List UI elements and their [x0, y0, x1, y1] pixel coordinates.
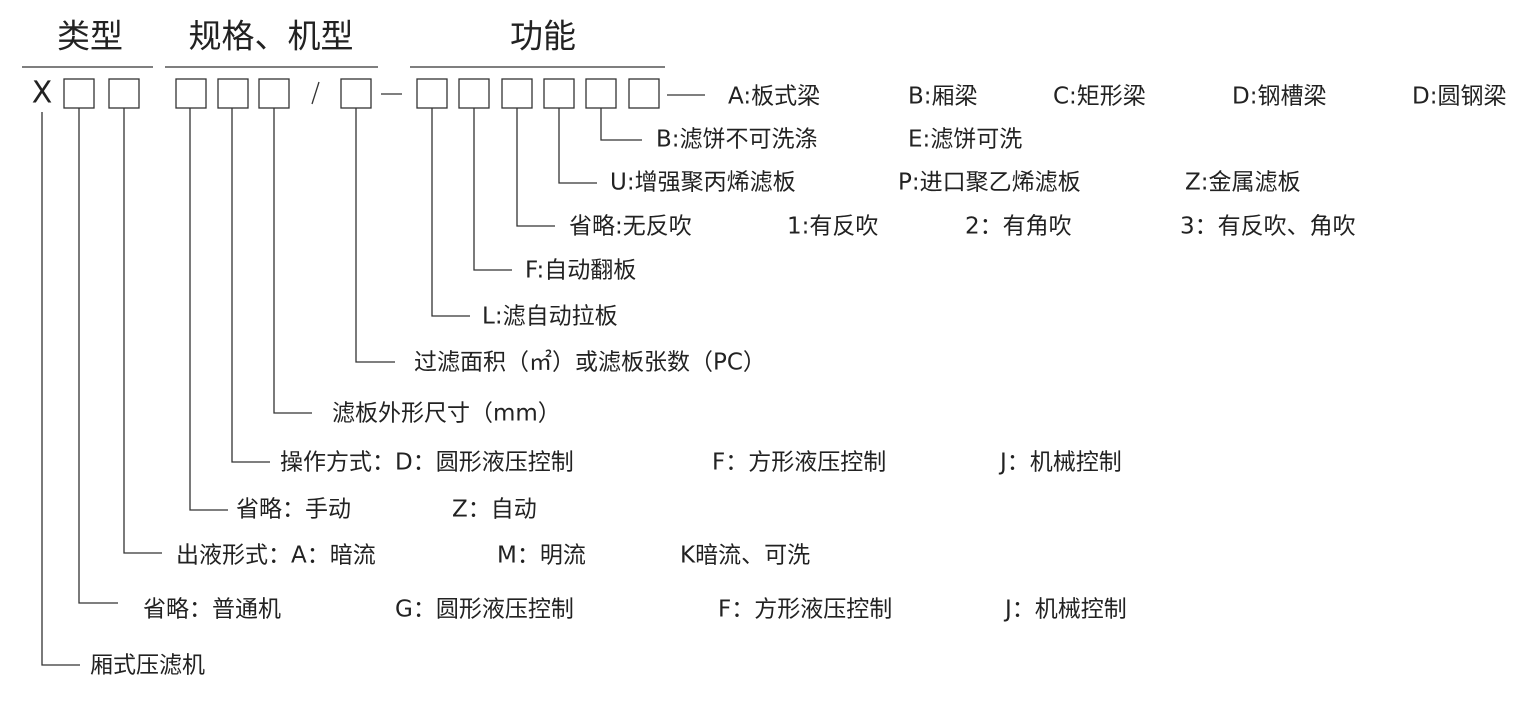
leader-plate-material [558, 108, 597, 184]
code-box [258, 78, 290, 109]
code-box [501, 78, 533, 109]
discharge-option: K暗流、可洗 [680, 543, 810, 569]
beam-option: D:钢槽梁 [1232, 84, 1326, 110]
mode-option: Z：自动 [452, 497, 537, 523]
leader-machine [78, 108, 118, 604]
code-boxes [63, 78, 660, 109]
leader-pull [431, 108, 470, 317]
plate-material-option: Z:金属滤板 [1185, 170, 1301, 196]
leader-operation [231, 108, 270, 463]
mode-option: 省略：手动 [236, 497, 351, 523]
beam-option: D:圆钢梁 [1412, 84, 1506, 110]
code-box [175, 78, 207, 109]
washing-option: E:滤饼可洗 [908, 127, 1022, 153]
code-box [217, 78, 249, 109]
machine-option: F：方形液压控制 [718, 597, 892, 623]
discharge-option: M：明流 [497, 543, 586, 569]
machine-option: J：机械控制 [1003, 597, 1127, 623]
leader-blowback [516, 108, 555, 227]
leader-flip [473, 108, 512, 271]
code-box [543, 78, 575, 109]
plate-size-label: 滤板外形尺寸（mm） [332, 401, 561, 427]
beam-option: A:板式梁 [728, 84, 820, 110]
header-function: 功能 [510, 17, 576, 56]
leader-discharge [123, 108, 162, 554]
leader-mode [189, 108, 228, 511]
operation-option: F：方形液压控制 [712, 450, 886, 476]
leader-lines [41, 108, 642, 666]
beam-option: B:厢梁 [908, 84, 978, 110]
machine-option: 省略：普通机 [143, 597, 281, 623]
code-box [585, 78, 617, 109]
discharge-option: 出液形式：A：暗流 [176, 543, 376, 569]
plate-material-option: U:增强聚丙烯滤板 [610, 170, 796, 196]
blowback-option: 3：有反吹、角吹 [1180, 214, 1356, 240]
area-label: 过滤面积（㎡）或滤板张数（PC） [414, 350, 766, 376]
header-type: 类型 [57, 17, 123, 56]
code-box [63, 78, 95, 109]
beam-option: C:矩形梁 [1053, 84, 1146, 110]
code-box [108, 78, 140, 109]
code-box [416, 78, 448, 109]
washing-option: B:滤饼不可洗涤 [656, 127, 818, 153]
leader-kind [41, 112, 80, 666]
operation-option: 操作方式：D：圆形液压控制 [280, 450, 574, 476]
leader-washing [600, 108, 642, 141]
blowback-option: 1:有反吹 [787, 214, 878, 240]
blowback-option: 2：有角吹 [965, 214, 1072, 240]
code-box [628, 78, 660, 109]
operation-option: J：机械控制 [998, 450, 1122, 476]
machine-option: G：圆形液压控制 [395, 597, 574, 623]
leader-plate-size [273, 108, 312, 414]
code-slash [311, 81, 320, 105]
code-box [340, 78, 372, 109]
blowback-option: 省略:无反吹 [569, 214, 692, 240]
header-spec: 规格、机型 [189, 17, 354, 56]
pull-option: L:滤自动拉板 [482, 304, 618, 330]
leader-area [355, 108, 395, 363]
plate-material-option: P:进口聚乙烯滤板 [898, 170, 1081, 196]
code-box [458, 78, 490, 109]
kind-label: 厢式压滤机 [90, 653, 205, 679]
flip-option: F:自动翻板 [525, 258, 636, 284]
code-prefix: X [32, 76, 53, 111]
